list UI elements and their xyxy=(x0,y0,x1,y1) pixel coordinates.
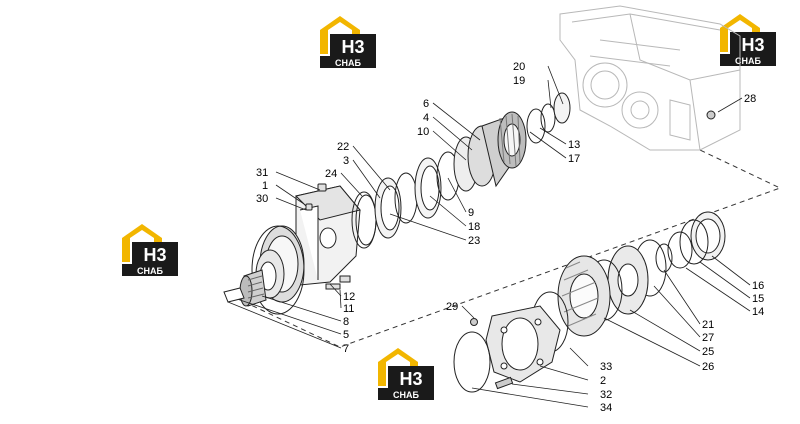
callout-1: 1 xyxy=(262,180,268,192)
lower-oring xyxy=(453,331,491,393)
bearing-assembly xyxy=(467,111,527,188)
callout-29: 29 xyxy=(446,301,458,313)
lower-flange xyxy=(485,305,561,383)
callout-8: 8 xyxy=(343,316,349,328)
callout-24: 24 xyxy=(325,168,337,180)
callout-2: 2 xyxy=(600,375,606,387)
callout-21: 21 xyxy=(702,319,714,331)
callout-19: 19 xyxy=(513,75,525,87)
callout-23: 23 xyxy=(468,235,480,247)
callout-12: 12 xyxy=(343,291,355,303)
svg-text:СНАБ: СНАБ xyxy=(335,58,361,68)
svg-text:H3: H3 xyxy=(341,37,364,57)
svg-text:СНАБ: СНАБ xyxy=(735,56,761,66)
logo-top-right: H3 СНАБ xyxy=(720,14,776,66)
svg-text:СНАБ: СНАБ xyxy=(393,390,419,400)
svg-text:H3: H3 xyxy=(143,245,166,265)
callout-10: 10 xyxy=(417,126,429,138)
callout-4: 4 xyxy=(423,112,429,124)
logo-left: H3 СНАБ xyxy=(122,224,178,276)
callout-7: 7 xyxy=(343,343,349,355)
callout-9: 9 xyxy=(468,207,474,219)
callout-15: 15 xyxy=(752,293,764,305)
logo-bottom-center: H3 СНАБ xyxy=(378,348,434,400)
callout-13: 13 xyxy=(568,139,580,151)
callout-26: 26 xyxy=(702,361,714,373)
callout-25: 25 xyxy=(702,346,714,358)
callout-28: 28 xyxy=(744,93,756,105)
svg-text:H3: H3 xyxy=(399,369,422,389)
leader-lines xyxy=(227,65,751,408)
callout-14: 14 xyxy=(752,306,764,318)
callout-27: 27 xyxy=(702,332,714,344)
screws-top xyxy=(305,183,351,290)
svg-text:H3: H3 xyxy=(741,35,764,55)
lower-screws xyxy=(470,318,514,390)
plug-28 xyxy=(706,110,716,120)
callout-20: 20 xyxy=(513,61,525,73)
callout-5: 5 xyxy=(343,329,349,341)
rings-upper-right xyxy=(526,92,571,144)
svg-text:СНАБ: СНАБ xyxy=(137,266,163,276)
lower-rings xyxy=(585,211,726,321)
callout-17: 17 xyxy=(568,153,580,165)
logo-top-center: H3 СНАБ xyxy=(320,16,376,68)
callout-11: 11 xyxy=(343,303,354,315)
callout-18: 18 xyxy=(468,221,480,233)
callout-30: 30 xyxy=(256,193,268,205)
callout-34: 34 xyxy=(600,402,612,414)
gearbox-housing xyxy=(559,5,741,151)
callout-33: 33 xyxy=(600,361,612,373)
lower-bearing xyxy=(557,255,611,337)
callout-32: 32 xyxy=(600,389,612,401)
callout-6: 6 xyxy=(423,98,429,110)
callout-22: 22 xyxy=(337,141,349,153)
callout-labels: 6 4 10 22 3 24 31 1 30 20 19 28 13 17 9 … xyxy=(256,61,764,414)
callout-3: 3 xyxy=(343,155,349,167)
output-shaft xyxy=(223,269,267,307)
callout-16: 16 xyxy=(752,280,764,292)
seal-stack-upper xyxy=(351,136,479,249)
callout-31: 31 xyxy=(256,167,268,179)
